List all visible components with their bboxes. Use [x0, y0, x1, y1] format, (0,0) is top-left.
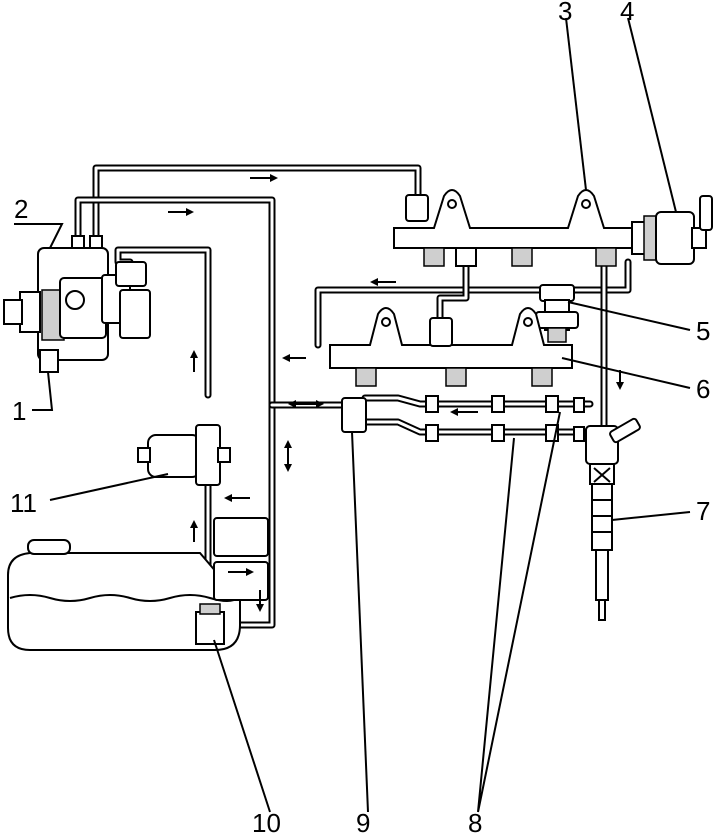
callout-labels: 1 2 3 4 5 6 7 8 9 10 11 [10, 0, 710, 838]
callout-7: 7 [696, 496, 710, 526]
leak-off-lines [361, 394, 594, 442]
double-arrow-icon [288, 400, 324, 408]
arrow-icon [370, 278, 396, 286]
pressure-sensor [631, 195, 713, 265]
callout-2: 2 [14, 194, 28, 224]
callout-5: 5 [696, 316, 710, 346]
pressure-regulator [535, 284, 579, 343]
callout-10: 10 [252, 808, 281, 838]
arrow-icon [282, 354, 306, 362]
callout-9: 9 [356, 808, 370, 838]
callout-6: 6 [696, 374, 710, 404]
arrow-icon [256, 590, 264, 612]
high-pressure-pump [3, 235, 151, 373]
arrow-icon [190, 520, 198, 542]
fuel-filter [137, 424, 231, 486]
callout-8: 8 [468, 808, 482, 838]
arrow-icon [190, 350, 198, 372]
callout-3: 3 [558, 0, 572, 26]
double-arrow-icon [284, 440, 292, 472]
arrow-icon [228, 568, 254, 576]
leader-lines [14, 17, 691, 813]
callout-4: 4 [620, 0, 634, 26]
arrow-icon [224, 494, 250, 502]
callout-11: 11 [10, 488, 37, 518]
arrow-icon [168, 208, 194, 216]
return-boxes [213, 517, 269, 601]
leak-off-connector [341, 397, 367, 433]
flow-arrows [168, 174, 624, 612]
injector [585, 417, 641, 621]
fuel-rail-3 [393, 189, 633, 267]
fuel-tank [7, 539, 241, 651]
callout-1: 1 [12, 396, 26, 426]
fuel-rail-6 [329, 307, 573, 387]
arrow-icon [450, 408, 478, 416]
arrow-icon [250, 174, 278, 182]
